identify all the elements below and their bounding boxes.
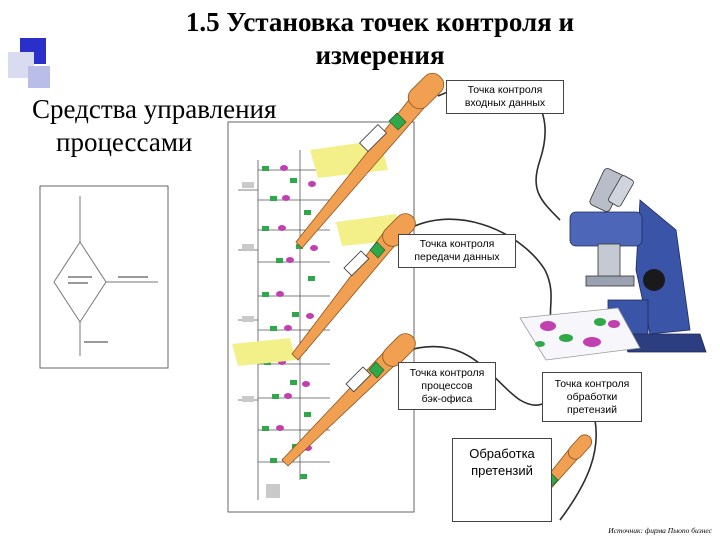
process-map-flow: [238, 150, 330, 500]
microscope: [569, 168, 707, 353]
callout-claims-line-2: обработки: [566, 390, 618, 403]
title-line-1: 1.5 Установка точек контроля и: [185, 7, 575, 37]
callout-backoffice-processes: Точка контроля процессов бэк-офиса: [398, 362, 496, 410]
callout-transfer-line-1: Точка контроля: [419, 238, 495, 250]
callout-backoffice-line-2: процессов: [421, 379, 473, 392]
claims-box-line-2: претензий: [471, 463, 533, 478]
process-map-nodes: [242, 165, 318, 498]
decorative-squares: [8, 38, 50, 88]
subtitle-line-2: процессами: [56, 127, 193, 157]
callout-claims-line-1: Точка контроля: [554, 377, 630, 390]
callout-claims-processing: Точка контроля обработки претензий: [542, 372, 642, 422]
probe-backoffice-thermometer: [281, 333, 416, 467]
source-note: Источник: фирма Пьюпо бизнес: [608, 526, 712, 535]
callout-data-transfer: Точка контроля передачи данных: [398, 234, 516, 268]
subtitle: Средства управления процессами: [32, 93, 332, 159]
claims-processing-box: Обработка претензий: [452, 438, 552, 522]
callout-backoffice-line-1: Точка контроля: [409, 366, 485, 379]
callout-input-data: Точка контроля входных данных: [446, 80, 564, 114]
callout-backoffice-line-3: бэк-офиса: [421, 392, 473, 405]
callout-transfer-line-2: передачи данных: [414, 251, 500, 263]
title-line-2: измерения: [315, 40, 445, 70]
specimen-slide: [519, 307, 641, 361]
callout-input-line-1: Точка контроля: [467, 84, 543, 96]
probe-input-thermometer: [295, 72, 445, 249]
claims-box-line-1: Обработка: [469, 446, 535, 461]
subtitle-line-1: Средства управления: [32, 94, 277, 124]
callout-claims-line-3: претензий: [567, 403, 617, 416]
probe-transfer-thermometer: [291, 213, 416, 361]
callout-input-line-2: входных данных: [464, 97, 546, 109]
slide-title: 1.5 Установка точек контроля и измерения: [60, 6, 700, 72]
decision-flowchart: [39, 185, 169, 369]
